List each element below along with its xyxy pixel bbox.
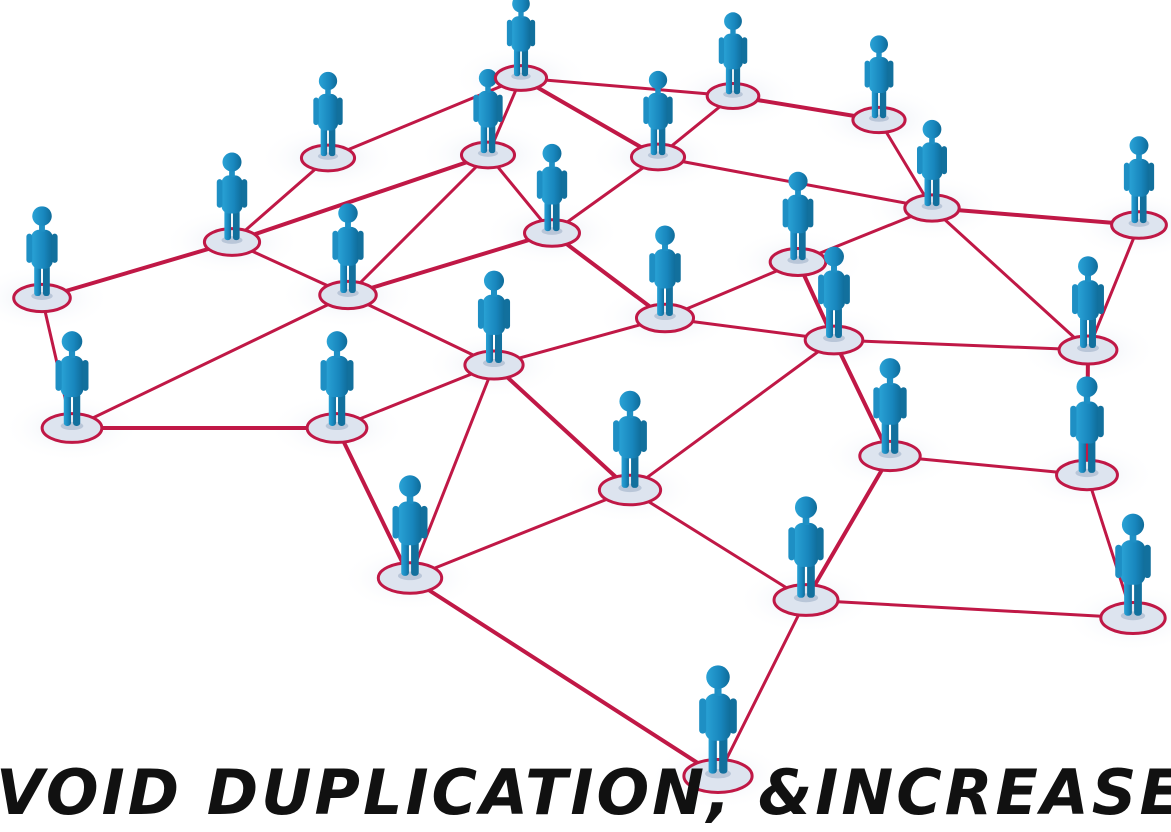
- person-figure-icon: [477, 270, 511, 368]
- person-figure-icon: [873, 358, 907, 459]
- network-link: [519, 76, 735, 98]
- network-link: [628, 488, 808, 602]
- network-link: [804, 598, 1135, 620]
- network-link: [346, 231, 554, 297]
- network-link: [230, 153, 490, 244]
- network-link: [346, 293, 496, 367]
- person-figure-icon: [392, 475, 428, 581]
- network-node: [634, 225, 696, 334]
- network-node: [12, 206, 72, 314]
- network-link: [230, 156, 330, 244]
- person-figure-icon: [718, 12, 748, 98]
- network-node: [705, 12, 761, 110]
- person-figure-icon: [313, 71, 343, 160]
- person-figure-icon: [788, 496, 824, 603]
- network-link: [550, 231, 667, 320]
- network-node: [202, 152, 262, 257]
- network-link: [550, 155, 660, 235]
- person-figure-icon: [1070, 376, 1104, 478]
- person-figure-icon: [536, 143, 568, 235]
- network-link: [408, 488, 632, 580]
- network-node: [1055, 376, 1119, 492]
- network-link: [40, 240, 234, 300]
- person-figure-icon: [782, 171, 814, 264]
- caption-text: VOID DUPLICATION, &INCREASE EFF: [0, 762, 1171, 824]
- person-figure-icon: [473, 68, 503, 157]
- network-node: [597, 390, 663, 507]
- network-link: [1086, 223, 1141, 352]
- person-figure-icon: [26, 206, 58, 300]
- network-link: [519, 76, 660, 159]
- network-node: [463, 270, 525, 381]
- network-link: [492, 363, 632, 492]
- network-node: [459, 68, 517, 170]
- network-node: [299, 71, 357, 173]
- network-node: [1099, 513, 1167, 636]
- network-node: [523, 143, 581, 248]
- network-node: [629, 70, 687, 172]
- person-figure-icon: [1072, 256, 1104, 352]
- network-node: [1110, 136, 1168, 240]
- network-nodes: [12, 0, 1168, 794]
- network-node: [858, 358, 922, 473]
- person-figure-icon: [55, 331, 89, 431]
- network-link: [408, 363, 496, 580]
- person-figure-icon: [917, 119, 947, 210]
- network-node: [903, 119, 961, 223]
- network-link: [628, 338, 836, 492]
- network-node: [318, 203, 378, 311]
- network-link: [832, 338, 1090, 352]
- network-link: [930, 206, 1141, 227]
- network-node: [851, 35, 907, 135]
- network-link: [832, 338, 892, 458]
- person-figure-icon: [506, 0, 536, 80]
- network-link: [335, 363, 496, 430]
- network-node: [772, 496, 840, 617]
- network-link: [70, 293, 350, 430]
- person-figure-icon: [613, 390, 647, 493]
- network-link: [716, 598, 808, 778]
- network-node: [768, 171, 828, 277]
- network-node: [305, 331, 369, 444]
- person-figure-icon: [643, 70, 673, 159]
- network-node: [803, 246, 865, 356]
- person-figure-icon: [699, 665, 737, 779]
- network-node: [493, 0, 549, 92]
- network-link: [335, 426, 412, 580]
- network-node: [376, 475, 444, 595]
- person-figure-icon: [649, 225, 681, 320]
- network-link: [492, 316, 667, 367]
- person-figure-icon: [320, 331, 354, 431]
- person-figure-icon: [216, 152, 248, 244]
- network-node: [40, 331, 104, 444]
- network-link: [346, 153, 490, 297]
- person-figure-icon: [864, 35, 894, 122]
- network-link: [930, 206, 1090, 352]
- network-link: [408, 576, 720, 778]
- network-link: [888, 454, 1089, 477]
- network-node: [682, 665, 754, 794]
- network-node: [1057, 256, 1119, 366]
- network-link: [877, 118, 934, 210]
- person-figure-icon: [1115, 513, 1151, 621]
- person-figure-icon: [332, 203, 364, 297]
- person-figure-icon: [1123, 136, 1155, 227]
- network-link: [804, 454, 892, 602]
- person-figure-icon: [818, 246, 850, 342]
